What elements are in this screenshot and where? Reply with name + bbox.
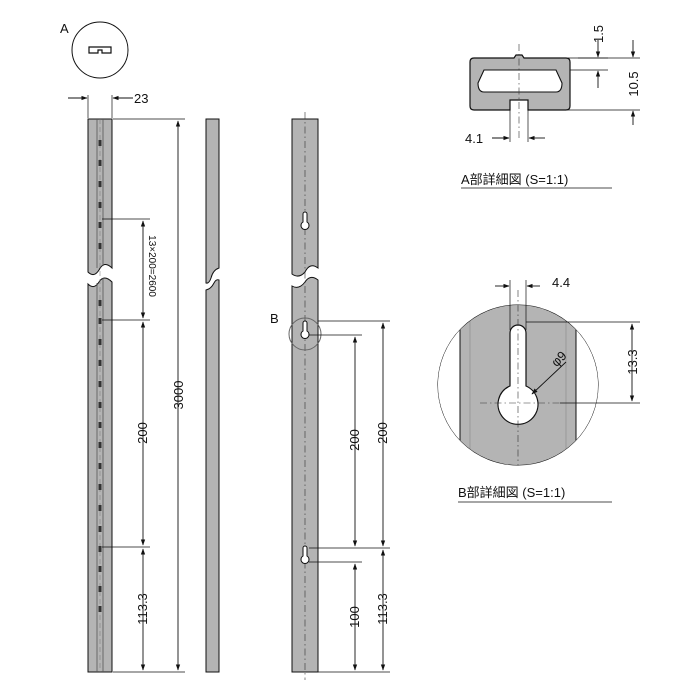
dim-length-value: 3000 <box>171 381 186 410</box>
dim-width: 23 <box>68 91 148 118</box>
rail-front-view <box>87 118 113 673</box>
dim-hole-outer-value: 200 <box>375 422 390 444</box>
detail-b-callout-circle <box>288 317 322 351</box>
dim-length: 3000 <box>113 118 186 673</box>
dim-width-value: 23 <box>134 91 148 106</box>
dim-bottom-outer-value: 113.3 <box>375 593 390 625</box>
dim-a-height: 10.5 <box>566 40 641 125</box>
detail-a-title: A部詳細図 (S=1:1) <box>461 172 568 187</box>
dim-bottom-outer: 113.3 <box>375 549 390 671</box>
dim-hole-outer: 200 <box>318 320 390 547</box>
detail-b-view <box>437 290 599 466</box>
dim-pitch: 13×200=2600 <box>102 218 157 321</box>
dim-spacing-left-value: 200 <box>135 422 150 444</box>
view-b-label: B <box>270 311 279 326</box>
rail-upper-segment <box>87 118 113 276</box>
rail-slot-marks <box>98 140 102 612</box>
view-a-label: A <box>60 21 69 36</box>
dim-a-slot: 4.1 <box>465 100 545 146</box>
dim-b-diameter: φ9 <box>531 348 570 395</box>
dim-end-left: 113.3 <box>135 548 150 671</box>
dim-a-top: 1.5 <box>568 25 608 88</box>
detail-a-section <box>469 44 571 140</box>
view-a-callout: A <box>60 21 129 79</box>
dim-a-height-value: 10.5 <box>626 71 641 96</box>
rail-back-view: B <box>270 112 322 680</box>
keyhole-bottom <box>300 545 310 564</box>
dim-b-height-value: 13.3 <box>625 349 640 374</box>
dim-b-height: 13.3 <box>526 321 640 404</box>
dim-a-top-value: 1.5 <box>591 25 606 43</box>
profile-cavity <box>477 69 563 93</box>
keyhole-b <box>300 320 310 339</box>
dim-spacing-left: 200 <box>102 321 150 548</box>
keyhole-detail <box>497 324 539 425</box>
dim-hole-inner: 200 <box>309 334 390 549</box>
profile-mini-icon <box>88 46 112 54</box>
dim-b-slot-value: 4.4 <box>552 275 570 290</box>
dim-bottom-inner-value: 100 <box>347 606 362 628</box>
dim-end-left-value: 113.3 <box>135 593 150 625</box>
dim-pitch-value: 13×200=2600 <box>146 235 157 297</box>
dim-a-slot-value: 4.1 <box>465 131 483 146</box>
keyhole-top <box>300 211 310 230</box>
side-lower-segment <box>205 279 220 673</box>
dim-hole-inner-value: 200 <box>347 429 362 451</box>
side-upper-segment <box>205 118 220 284</box>
rail-side-view <box>205 118 220 673</box>
dim-bottom-inner: 100 <box>309 561 390 673</box>
detail-b-title: B部詳細図 (S=1:1) <box>458 485 565 500</box>
